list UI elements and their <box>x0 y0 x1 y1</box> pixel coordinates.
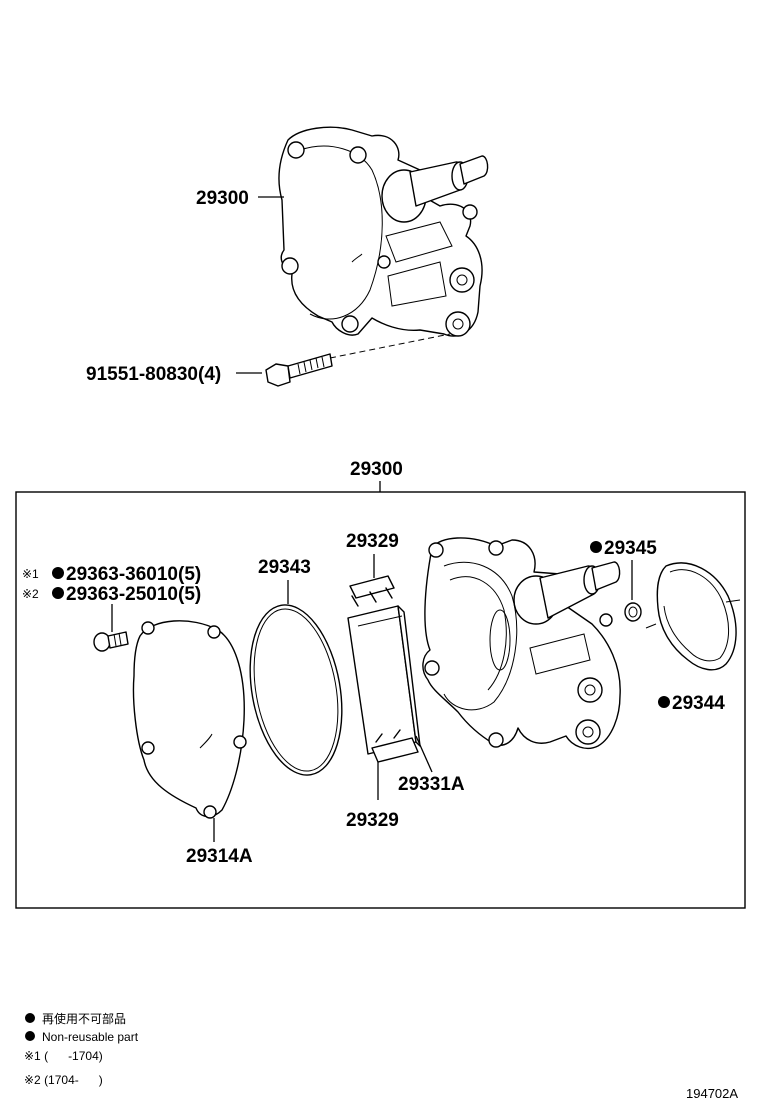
filled-circle-icon <box>52 567 64 579</box>
filled-circle-icon <box>52 587 64 599</box>
legend-non-reusable-jp: 再使用不可部品 <box>42 1011 126 1026</box>
vane-part <box>347 605 421 755</box>
filled-circle-icon <box>25 1013 35 1023</box>
screw-part <box>93 631 129 652</box>
screw-1-mark: ※1 <box>22 567 39 581</box>
vacuum-pump-assembly-top <box>278 126 489 337</box>
label-gasket: 29344 <box>672 693 725 714</box>
filled-circle-icon <box>658 696 670 708</box>
small-o-ring-part <box>624 602 642 622</box>
filled-circle-icon <box>25 1031 35 1041</box>
diagram-id: 194702A <box>686 1086 738 1101</box>
legend-note-1: ※1 ( -1704) <box>24 1049 103 1063</box>
pump-cover-part <box>132 620 247 819</box>
flange-bolt-part <box>265 353 333 387</box>
label-vane: 29331A <box>398 774 465 795</box>
label-bolt: 91551-80830(4) <box>86 364 221 385</box>
label-clip-top: 29329 <box>346 531 399 552</box>
legend-non-reusable-en: Non-reusable part <box>42 1030 139 1044</box>
gasket-part <box>645 562 741 671</box>
label-oring-small: 29345 <box>604 538 657 559</box>
leader-vane <box>415 735 433 773</box>
filled-circle-icon <box>590 541 602 553</box>
legend-note-2: ※2 (1704- ) <box>24 1073 103 1087</box>
screw-2-mark: ※2 <box>22 587 39 601</box>
pump-body-part <box>422 537 621 750</box>
large-o-ring-part <box>249 604 343 776</box>
vane-clip-bottom-part <box>371 729 419 763</box>
label-clip-bottom: 29329 <box>346 810 399 831</box>
vane-clip-top-part <box>349 575 395 607</box>
leader-bolt-dashed <box>329 333 451 359</box>
label-screw-1: 29363-36010(5) <box>66 564 201 585</box>
label-cover: 29314A <box>186 846 253 867</box>
label-screw-2: 29363-25010(5) <box>66 584 201 605</box>
exploded-view-frame <box>15 491 746 909</box>
label-assembly-top: 29300 <box>196 188 249 209</box>
label-assembly-box: 29300 <box>350 459 403 480</box>
label-oring-large: 29343 <box>258 557 311 578</box>
